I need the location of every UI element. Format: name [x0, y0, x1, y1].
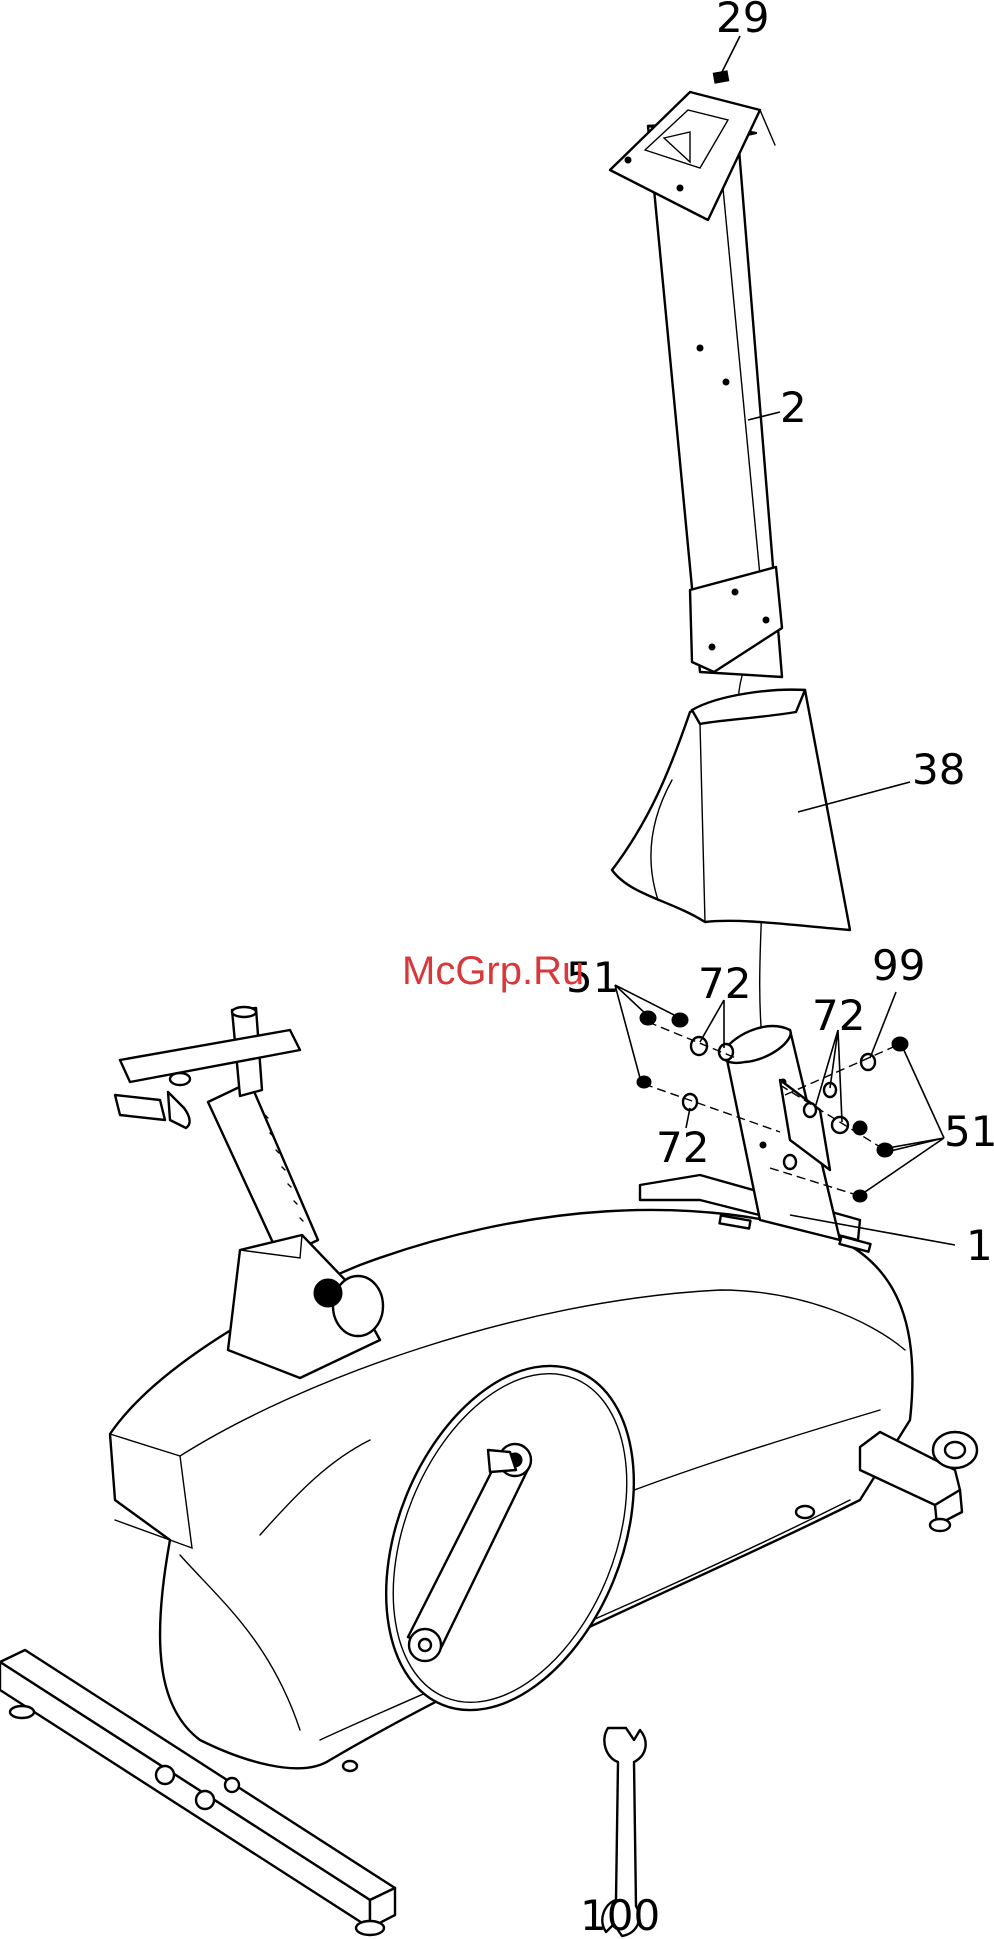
callout-99: 99: [872, 941, 925, 990]
part-38-shroud: [612, 690, 850, 930]
callout-72-mid: 72: [812, 991, 865, 1040]
watermark-text: McGrp.Ru: [402, 949, 584, 993]
callout-72-top: 72: [698, 959, 751, 1008]
seat-post: [115, 1007, 318, 1258]
callout-100: 100: [580, 1891, 660, 1939]
callout-72-low: 72: [656, 1123, 709, 1172]
callout-51-right: 51: [944, 1107, 994, 1156]
callout-38: 38: [912, 745, 965, 794]
callout-labels: 29 2 38 51 72 72 72 99 51 1 100: [566, 0, 994, 1939]
rear-stabilizer: [860, 1432, 977, 1531]
callout-2: 2: [780, 383, 807, 432]
part-2-console-upright: [610, 71, 782, 677]
callout-29: 29: [716, 0, 769, 42]
callout-1: 1: [966, 1221, 993, 1270]
